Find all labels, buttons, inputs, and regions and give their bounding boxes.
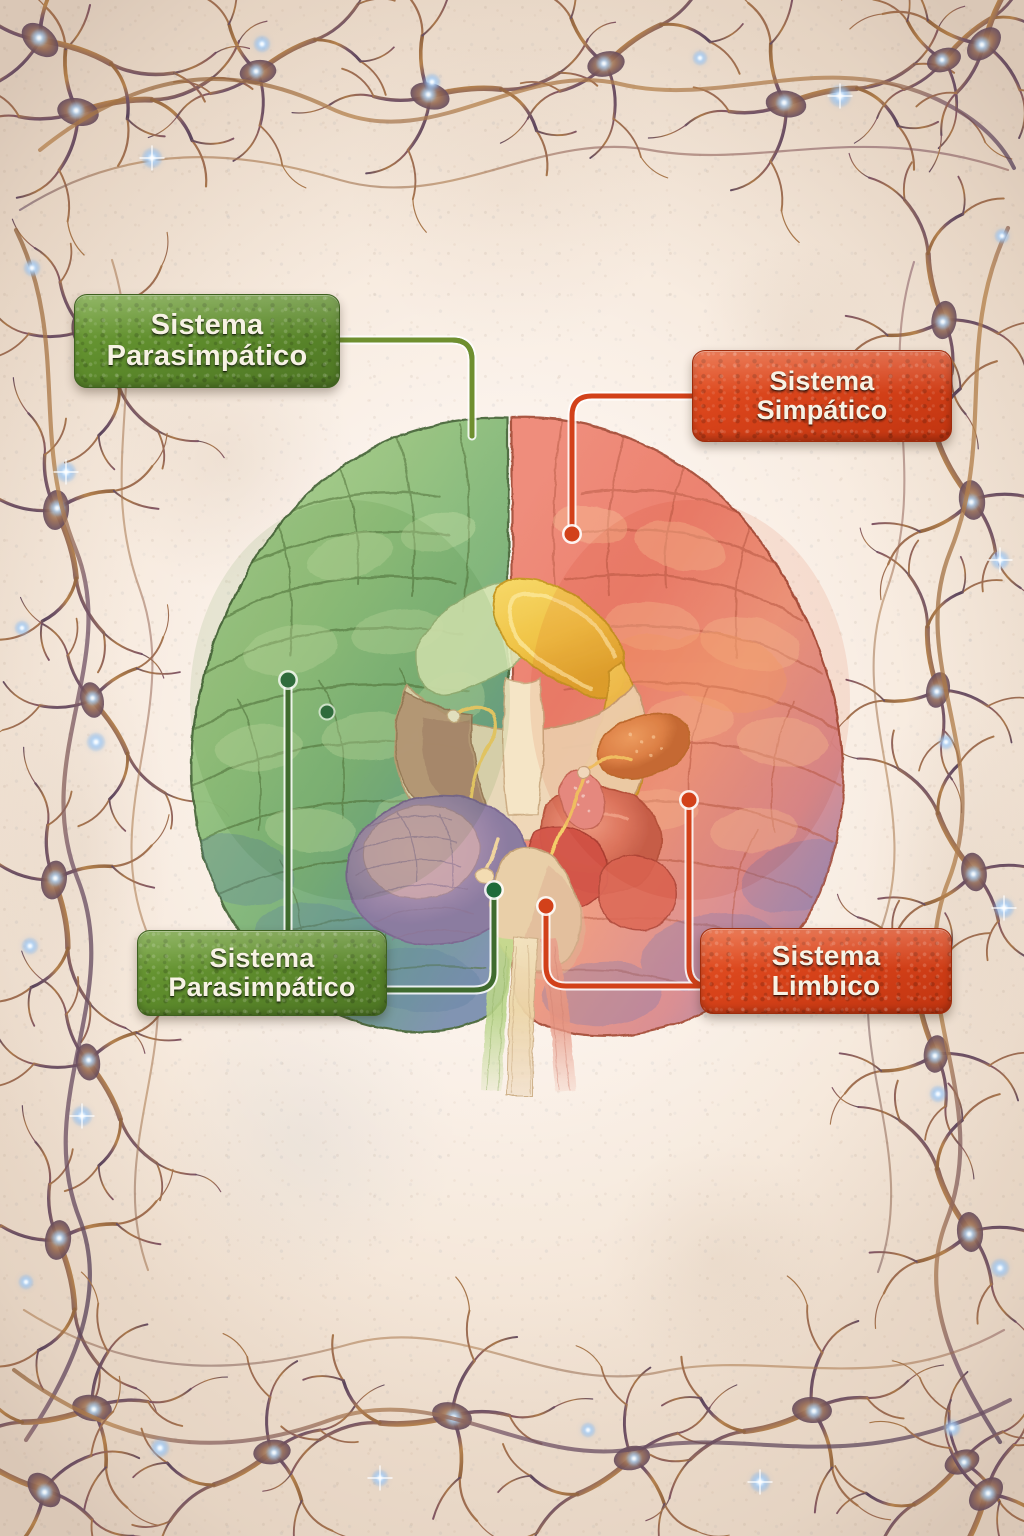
- label-line-1: Sistema: [771, 939, 881, 971]
- label-sistema-parasimpatico-bottom[interactable]: Sistema Parasimpático: [137, 930, 387, 1016]
- label-sistema-limbico[interactable]: Sistema Limbico: [700, 928, 952, 1014]
- label-line-1: Sistema: [769, 365, 875, 396]
- label-sistema-parasimpatico-top[interactable]: Sistema Parasimpático: [74, 294, 340, 388]
- label-line-1: Sistema: [209, 942, 315, 973]
- label-line-2: Limbico: [771, 970, 881, 1001]
- synapse-sparkles: [14, 35, 1017, 1495]
- label-sistema-simpatico[interactable]: Sistema Simpático: [692, 350, 952, 442]
- label-line-2: Parasimpático: [168, 972, 356, 1002]
- label-line-2: Parasimpático: [106, 340, 308, 372]
- label-line-2: Simpático: [756, 395, 888, 425]
- label-line-1: Sistema: [150, 308, 264, 341]
